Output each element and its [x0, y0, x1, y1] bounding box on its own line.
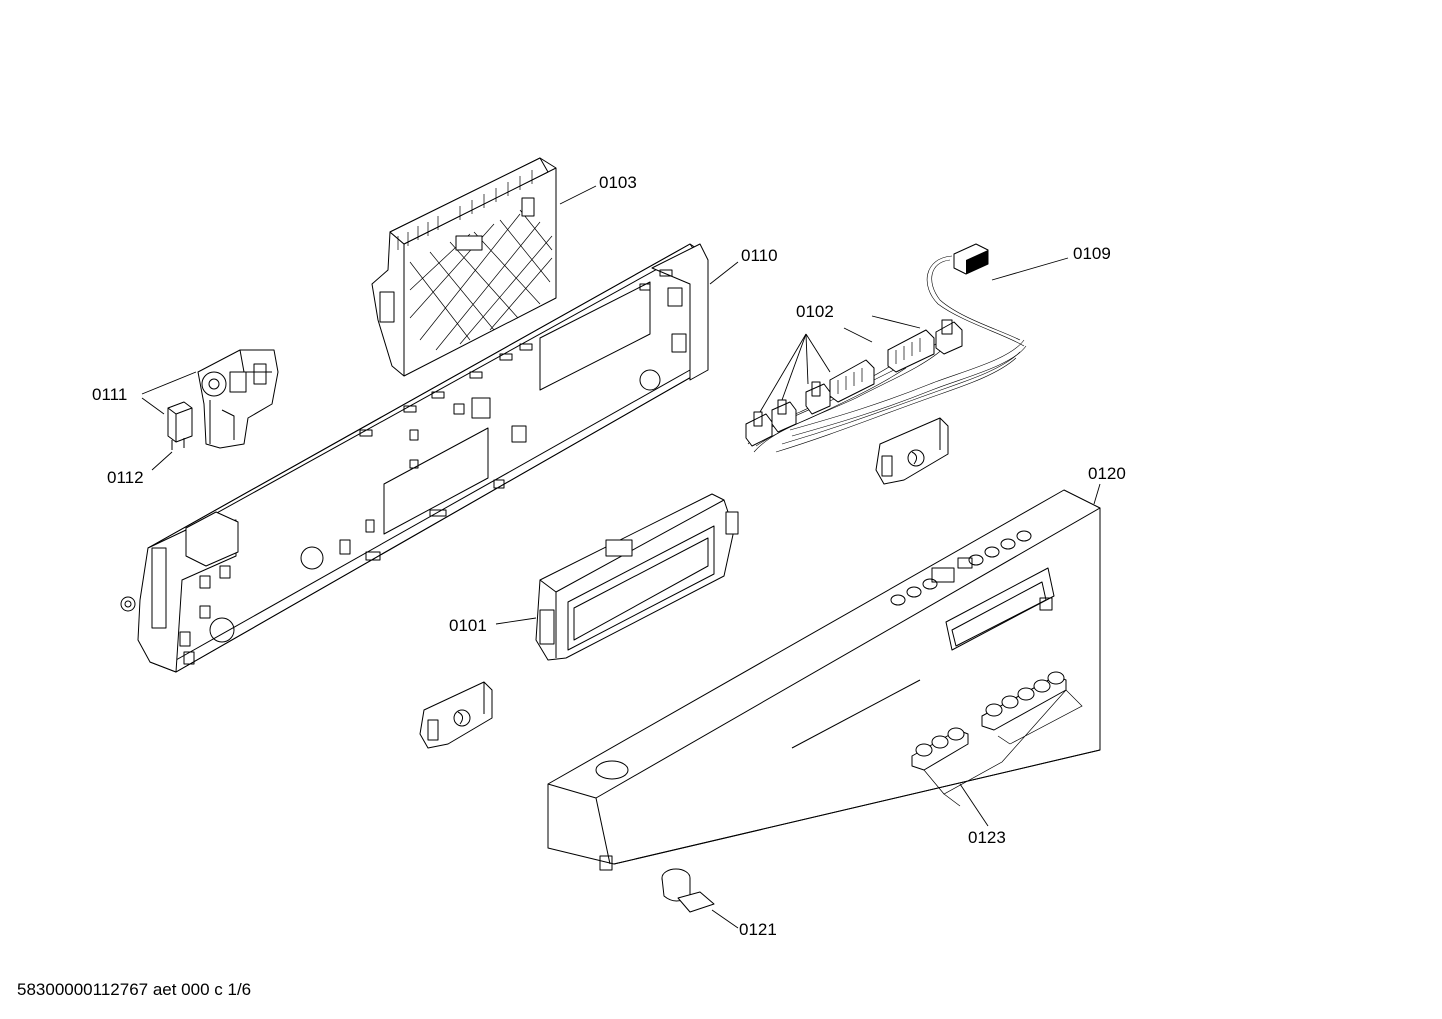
label-0101: 0101 — [449, 616, 487, 635]
part-0111-switch — [197, 349, 279, 449]
part-0101-display — [535, 493, 739, 661]
part-0103-module — [371, 157, 557, 377]
part-0123-buttons — [911, 671, 1083, 807]
label-0111: 0111 — [92, 385, 127, 404]
part-labels: 0103 0110 0109 0102 0111 0112 0120 0101 … — [92, 173, 1126, 939]
label-0109: 0109 — [1073, 244, 1111, 263]
part-0112-suppressor — [167, 401, 193, 450]
label-0121: 0121 — [739, 920, 777, 939]
part-0121-knob — [661, 868, 715, 913]
label-0123: 0123 — [968, 828, 1006, 847]
clip-lower — [419, 681, 493, 749]
part-0109-connector — [953, 243, 989, 275]
part-0110-frame — [120, 243, 709, 673]
part-0120-fascia — [547, 489, 1101, 871]
clip-upper — [875, 417, 949, 485]
drawing-reference: 58300000112767 aet 000 c 1/6 — [17, 980, 252, 999]
label-0102: 0102 — [796, 302, 834, 321]
label-0110: 0110 — [741, 246, 778, 265]
label-0103: 0103 — [599, 173, 637, 192]
label-0112: 0112 — [107, 468, 144, 487]
leader-lines — [141, 185, 1101, 929]
label-0120: 0120 — [1088, 464, 1126, 483]
part-0102-harness — [745, 255, 1027, 453]
